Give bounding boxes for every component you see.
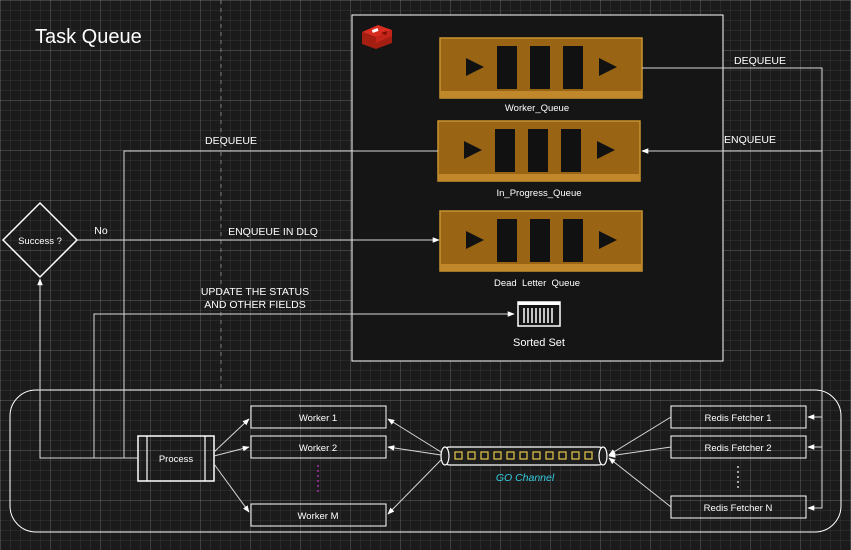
redis-fetcher-label: Redis Fetcher 1	[704, 413, 771, 424]
channel-worker-connector	[387, 445, 442, 456]
redis-fetcher-label: Redis Fetcher N	[704, 503, 773, 514]
dequeue-left-label: DEQUEUE	[205, 135, 257, 147]
update-fields-label: AND OTHER FIELDS	[204, 299, 306, 311]
dequeue-top-label: DEQUEUE	[734, 55, 786, 67]
in-progress-queue-label: In_Progress_Queue	[496, 188, 581, 199]
fetcher-channel-connector	[608, 457, 672, 508]
go-channel-label: GO Channel	[496, 472, 555, 484]
play-arrow-icon	[466, 231, 484, 249]
channel-worker-connector	[387, 418, 442, 453]
success-decision-label: Success ?	[18, 236, 62, 247]
worker-box	[250, 503, 387, 527]
worker-label: Worker 1	[299, 413, 337, 424]
sorted-set-icon	[517, 301, 561, 327]
redis-logo-icon	[362, 25, 392, 49]
process-to-decision-connector	[37, 278, 138, 459]
play-arrow-icon	[464, 141, 482, 159]
enqueue-dlq-label: ENQUEUE IN DLQ	[228, 226, 318, 238]
fetcher-channel-connector	[608, 416, 672, 456]
enqueue-right-label: ENQUEUE	[724, 134, 776, 146]
redis-fetcher-label: Redis Fetcher 2	[704, 443, 771, 454]
play-arrow-icon	[599, 58, 617, 76]
diagram-title: Task Queue	[35, 26, 142, 48]
dequeue-worker-queue-connector	[642, 67, 823, 511]
worker-box	[250, 405, 387, 429]
go-channel-pipe-icon	[440, 446, 608, 466]
dead-letter-queue-label: Dead Letter Queue	[494, 278, 580, 289]
fetcher-channel-connector	[608, 446, 672, 458]
process-worker-connector	[213, 418, 250, 453]
worker-box	[250, 435, 387, 459]
process-worker-connector	[213, 463, 250, 513]
channel-worker-connector	[387, 459, 442, 515]
dead-letter-queue	[439, 210, 643, 272]
worker-queue	[439, 37, 643, 99]
worker-label: Worker M	[298, 511, 339, 522]
update-sorted-set-connector	[93, 311, 515, 458]
worker-label: Worker 2	[299, 443, 337, 454]
worker-pool-container	[9, 389, 842, 533]
sorted-set-label: Sorted Set	[513, 337, 565, 349]
no-label: No	[94, 225, 108, 237]
play-arrow-icon	[599, 231, 617, 249]
in-progress-queue	[437, 120, 641, 182]
success-decision-diamond	[1, 201, 79, 279]
worker-queue-label: Worker_Queue	[505, 103, 569, 114]
process-worker-connector	[213, 445, 250, 457]
process-label: Process	[159, 454, 194, 465]
play-arrow-icon	[597, 141, 615, 159]
play-arrow-icon	[466, 58, 484, 76]
update-status-label: UPDATE THE STATUS	[201, 286, 309, 298]
